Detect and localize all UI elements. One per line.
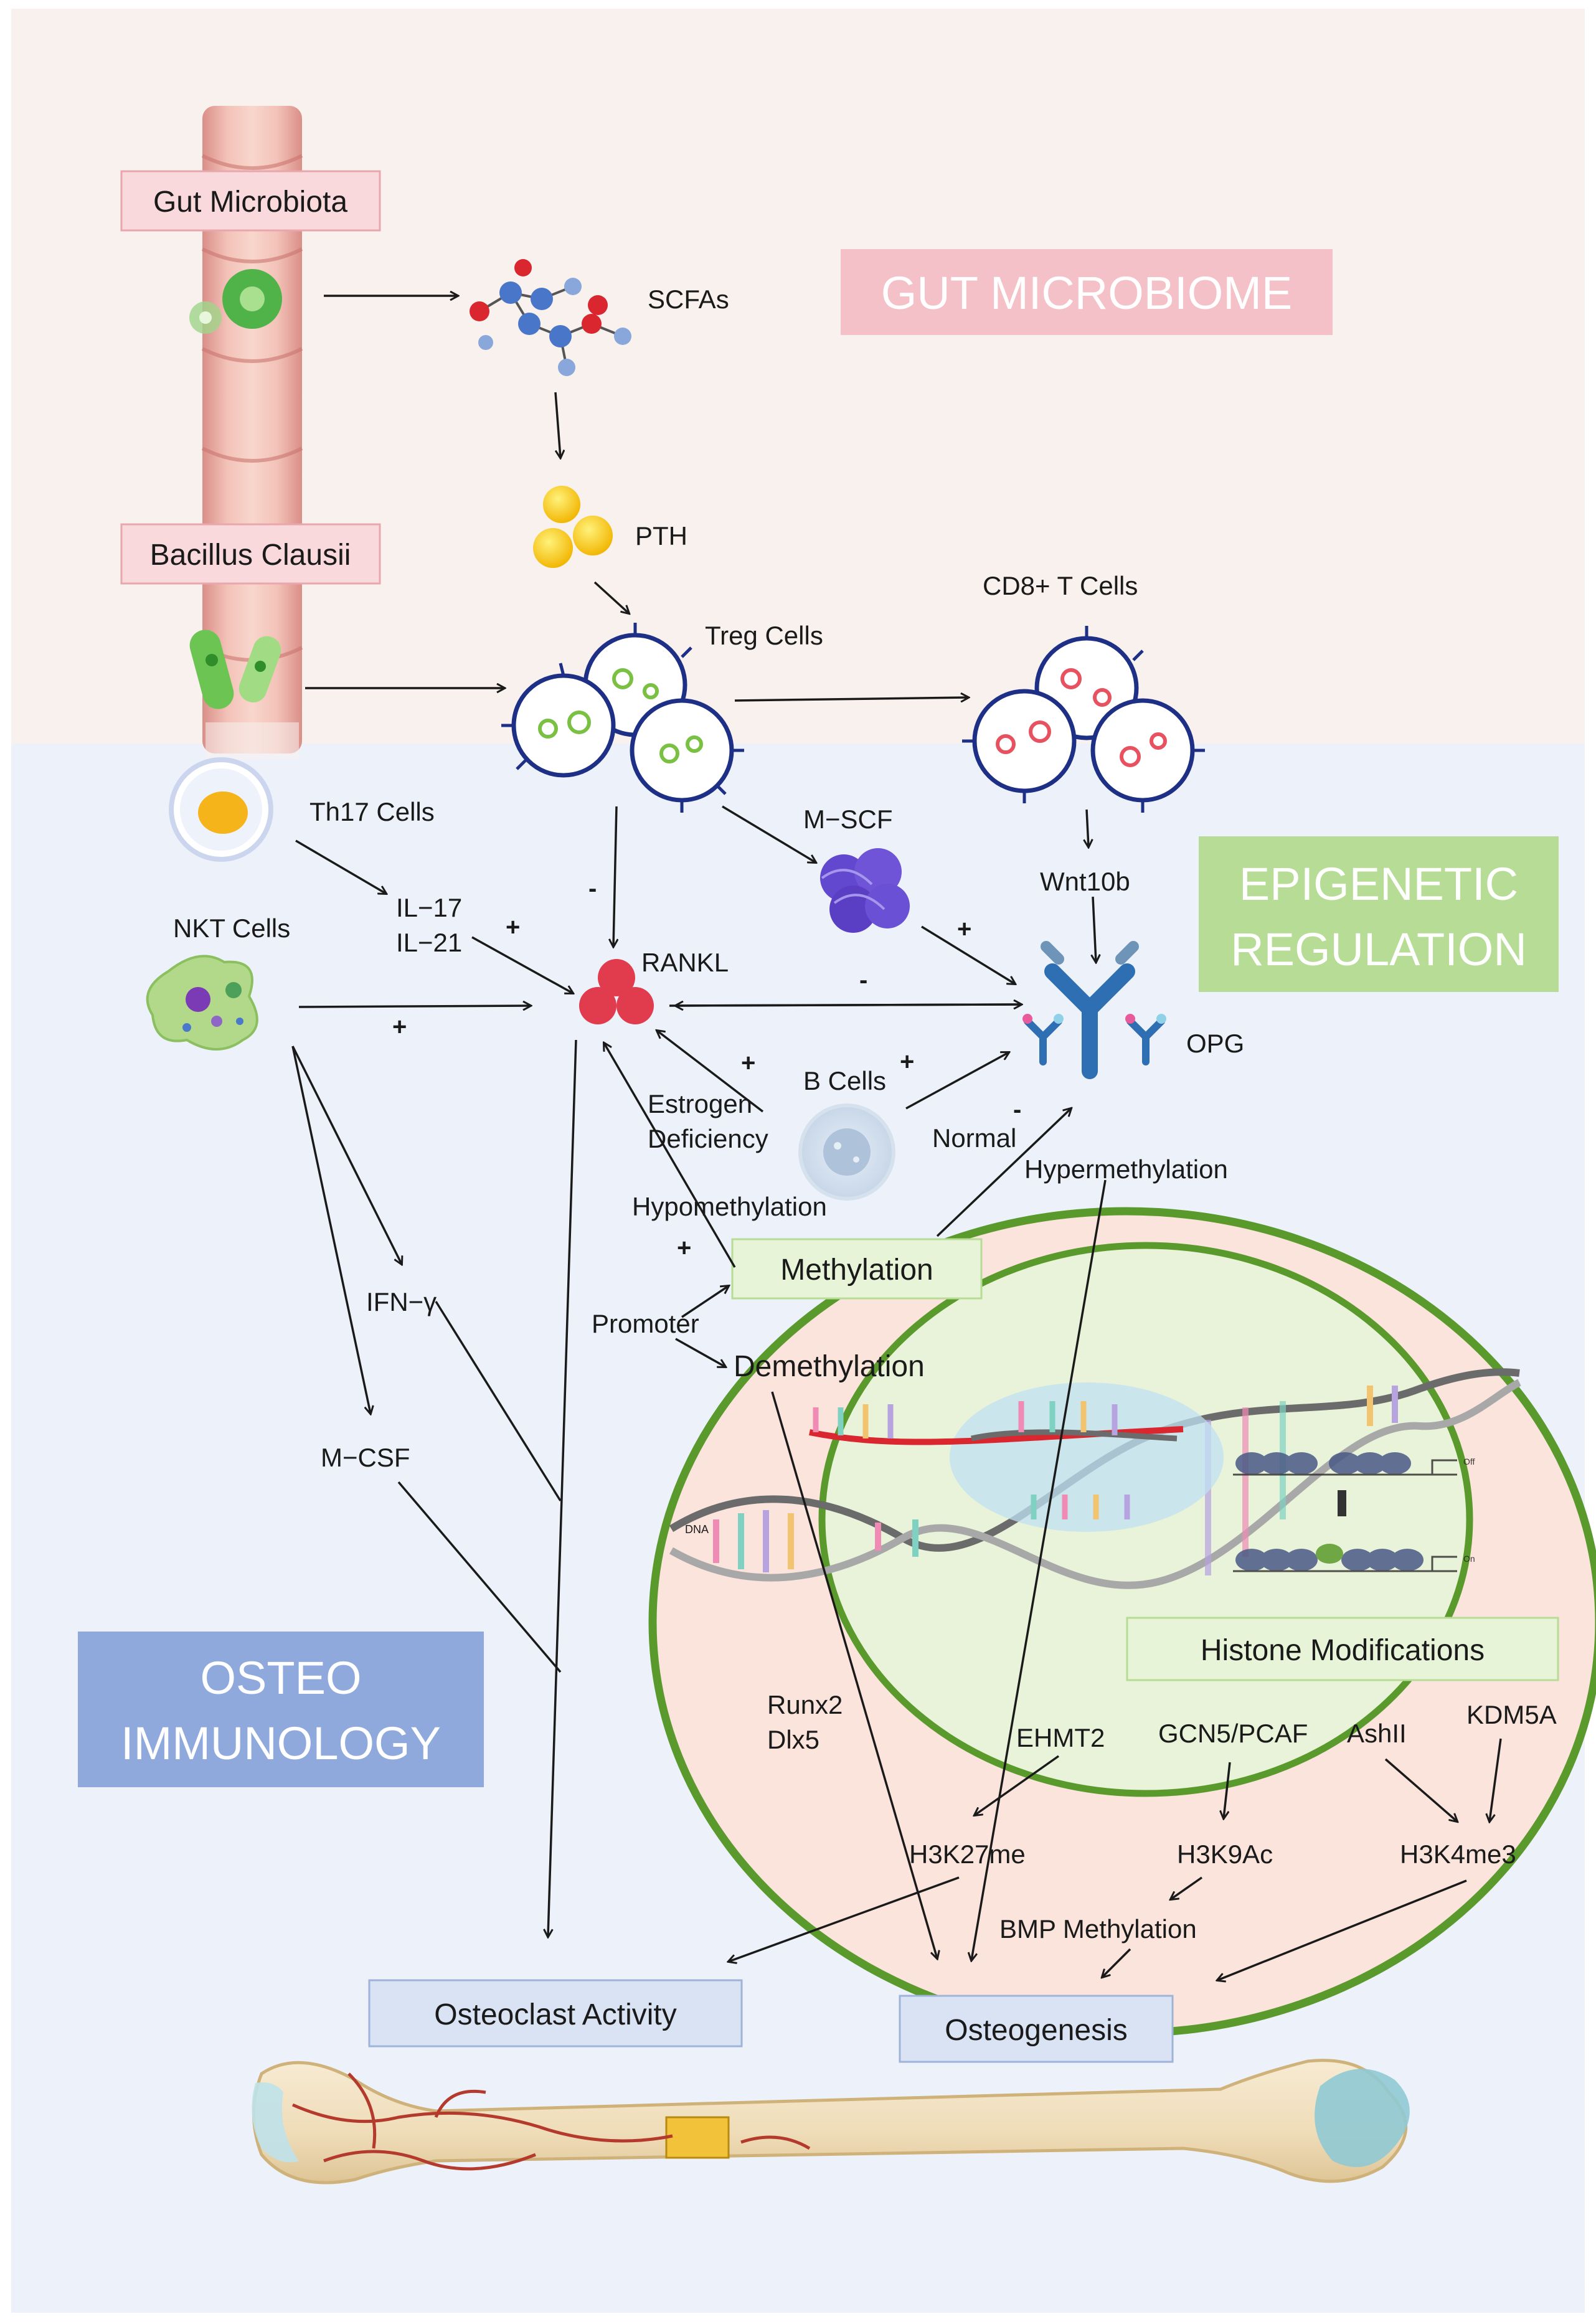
svg-text:REGULATION: REGULATION bbox=[1230, 923, 1527, 975]
gut-microbiota-bacteria-icon bbox=[189, 269, 282, 334]
regulation-signs: - + + + - + + - + bbox=[392, 875, 1021, 1262]
pth-icon bbox=[533, 486, 613, 568]
svg-text:IMMUNOLOGY: IMMUNOLOGY bbox=[121, 1717, 441, 1769]
bone-illustration bbox=[252, 2059, 1410, 2185]
promoter-label: Promoter bbox=[592, 1309, 699, 1338]
m-csf-label: M−CSF bbox=[321, 1443, 410, 1472]
svg-text:Histone Modifications: Histone Modifications bbox=[1201, 1634, 1485, 1667]
gut-tube bbox=[201, 106, 303, 760]
osteogenesis-pill: Osteogenesis bbox=[899, 1995, 1174, 2063]
treg-cells-label: Treg Cells bbox=[705, 621, 823, 650]
opg-antibody-icon bbox=[1022, 941, 1166, 1079]
osteo-immunology-box: OSTEO IMMUNOLOGY bbox=[78, 1632, 484, 1787]
chromatin-on-icon: On bbox=[1233, 1544, 1475, 1572]
hypomethylation-label: Hypomethylation bbox=[632, 1192, 827, 1221]
methylation-pill: Methylation bbox=[731, 1238, 983, 1300]
bmp-methylation-label: BMP Methylation bbox=[999, 1914, 1197, 1944]
h3k9ac-label: H3K9Ac bbox=[1177, 1840, 1273, 1869]
svg-text:Methylation: Methylation bbox=[780, 1254, 933, 1287]
svg-text:+: + bbox=[506, 914, 520, 941]
opg-label: OPG bbox=[1186, 1029, 1244, 1058]
wnt10b-label: Wnt10b bbox=[1040, 867, 1130, 896]
chromatin-off-icon: Off bbox=[1233, 1452, 1475, 1476]
bacillus-clausii-icon bbox=[189, 630, 281, 709]
m-scf-label: M−SCF bbox=[803, 805, 893, 834]
nkt-cells-label: NKT Cells bbox=[173, 914, 290, 943]
osteoclast-activity-pill: Osteoclast Activity bbox=[368, 1979, 743, 2048]
svg-text:Off: Off bbox=[1463, 1457, 1475, 1467]
transition-arrow-icon bbox=[1338, 1490, 1346, 1516]
h3k27me-label: H3K27me bbox=[909, 1840, 1026, 1869]
gut-microbiota-pill: Gut Microbiota bbox=[120, 170, 381, 232]
svg-text:+: + bbox=[741, 1049, 755, 1077]
svg-text:OSTEO: OSTEO bbox=[200, 1652, 361, 1704]
dna-illustration: DNA bbox=[669, 1368, 1521, 1589]
svg-text:Osteogenesis: Osteogenesis bbox=[945, 2014, 1128, 2047]
scfas-molecule-icon bbox=[470, 259, 631, 376]
rankl-icon bbox=[579, 959, 654, 1024]
svg-text:DNA: DNA bbox=[685, 1523, 709, 1536]
estrogen-label: Estrogen bbox=[648, 1089, 752, 1118]
kdm5a-label: KDM5A bbox=[1466, 1700, 1557, 1729]
svg-text:+: + bbox=[900, 1048, 914, 1075]
il17-label: IL−17 bbox=[396, 893, 462, 922]
svg-text:+: + bbox=[957, 915, 971, 943]
histone-modifications-pill: Histone Modifications bbox=[1126, 1617, 1559, 1681]
connection-arrows bbox=[291, 296, 1502, 1980]
svg-text:Gut Microbiota: Gut Microbiota bbox=[153, 186, 347, 219]
b-cells-label: B Cells bbox=[803, 1066, 886, 1095]
scfas-label: SCFAs bbox=[648, 285, 729, 314]
pth-label: PTH bbox=[635, 521, 687, 550]
svg-text:Osteoclast Activity: Osteoclast Activity bbox=[434, 1998, 676, 2031]
svg-text:+: + bbox=[392, 1013, 407, 1041]
deficiency-label: Deficiency bbox=[648, 1124, 768, 1153]
b-cell-icon bbox=[798, 1103, 895, 1201]
bacillus-clausii-pill: Bacillus Clausii bbox=[120, 523, 381, 585]
ashii-label: AshII bbox=[1347, 1719, 1407, 1748]
treg-cells-icon bbox=[501, 623, 744, 813]
h3k4me3-label: H3K4me3 bbox=[1400, 1840, 1516, 1869]
cd8-dots bbox=[996, 668, 1167, 767]
epigenetic-regulation-box: EPIGENETIC REGULATION bbox=[1199, 836, 1559, 992]
nkt-cell-icon bbox=[146, 955, 258, 1051]
il21-label: IL−21 bbox=[396, 928, 462, 957]
demethylation-label: Demethylation bbox=[734, 1350, 925, 1383]
gcn5-pcaf-label: GCN5/PCAF bbox=[1158, 1719, 1308, 1748]
normal-label: Normal bbox=[932, 1123, 1016, 1153]
svg-text:+: + bbox=[677, 1234, 691, 1262]
gut-microbiome-box: GUT MICROBIOME bbox=[841, 249, 1333, 335]
cd8-t-cells-label: CD8+ T Cells bbox=[983, 571, 1138, 600]
hypermethylation-label: Hypermethylation bbox=[1024, 1155, 1228, 1184]
svg-text:Bacillus Clausii: Bacillus Clausii bbox=[150, 539, 351, 572]
m-scf-icon bbox=[820, 848, 910, 933]
svg-text:-: - bbox=[1013, 1096, 1021, 1123]
th17-cells-label: Th17 Cells bbox=[309, 797, 435, 826]
ifn-gamma-label: IFN−γ bbox=[366, 1287, 437, 1316]
th17-cell-icon bbox=[169, 757, 273, 862]
svg-text:EPIGENETIC: EPIGENETIC bbox=[1239, 858, 1518, 910]
rankl-label: RANKL bbox=[641, 948, 729, 977]
svg-text:GUT MICROBIOME: GUT MICROBIOME bbox=[881, 267, 1293, 319]
cd8-t-cells-icon bbox=[962, 626, 1205, 813]
svg-text:On: On bbox=[1463, 1554, 1475, 1564]
dlx5-label: Dlx5 bbox=[767, 1725, 819, 1754]
svg-text:-: - bbox=[588, 875, 597, 902]
treg-dots bbox=[538, 668, 703, 763]
runx2-label: Runx2 bbox=[767, 1690, 843, 1719]
svg-text:-: - bbox=[859, 966, 867, 994]
ehmt2-label: EHMT2 bbox=[1016, 1723, 1105, 1752]
